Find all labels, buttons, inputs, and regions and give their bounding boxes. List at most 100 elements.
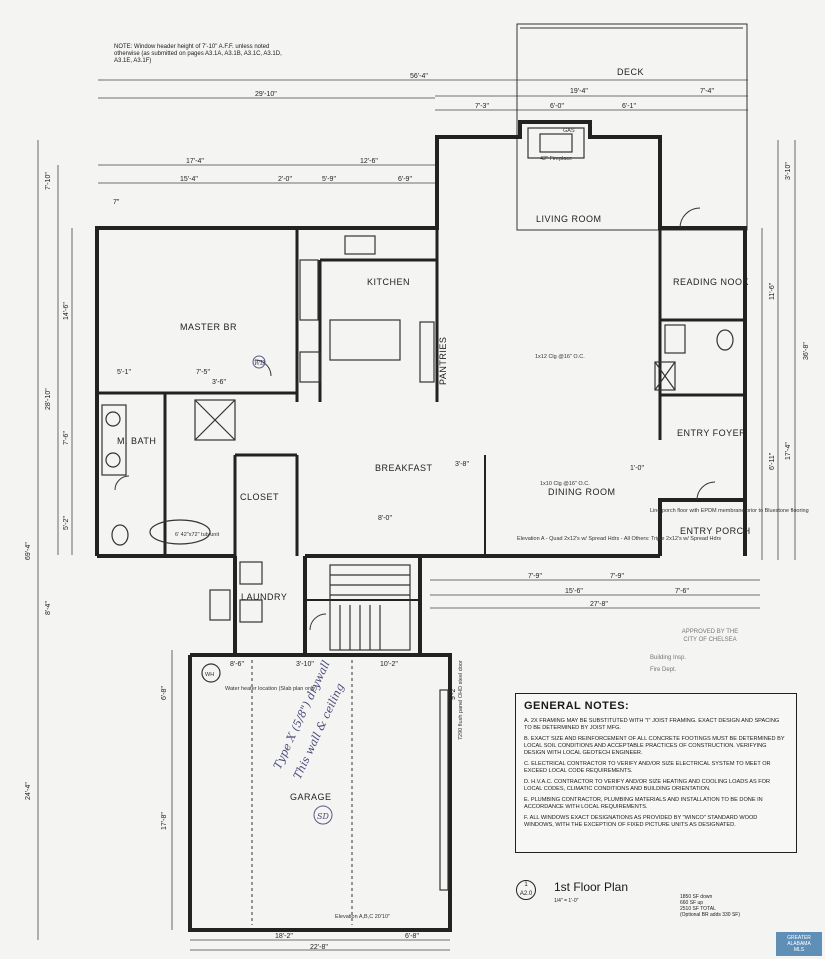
- dim-overall-width: 56'-4": [410, 73, 428, 80]
- dim-5-1: 5'-1": [117, 369, 131, 376]
- ceiling-note-dining: 1x10 Clg @16" O.C.: [540, 481, 590, 487]
- dim-6-8-bottom: 6'-8": [405, 933, 419, 940]
- stamp-line-1: APPROVED BY THE: [681, 629, 739, 635]
- dim-8-6: 8'-6": [230, 661, 244, 668]
- left-dimension-lines: [37, 140, 173, 940]
- general-note-b: B. Exact size and reinforcement of all c…: [524, 736, 785, 756]
- dim-2-0: 2'-0": [278, 176, 292, 183]
- tub-note: 6' 42"x72" tub unit: [175, 532, 220, 538]
- room-label-dining-room: DINING ROOM: [548, 487, 616, 497]
- stamp-building: Building Insp.: [650, 655, 687, 661]
- dim-7-3: 7'-3": [475, 103, 489, 110]
- sheet-title: 1st Floor Plan: [554, 880, 629, 894]
- general-note-f: F. All windows exact designations as pro…: [524, 815, 758, 828]
- sheet-bubble: 1 A2.0: [516, 880, 536, 900]
- dim-18-2: 18'-2": [275, 933, 293, 940]
- sqft-note: (Optional BR adds 330 SF): [680, 912, 741, 918]
- dim-14-6: 14'-6": [63, 302, 70, 320]
- dim-10-2: 10'-2": [380, 661, 398, 668]
- kitchen-fixtures: [299, 235, 435, 383]
- sqft-up: 660 SF up: [680, 900, 704, 906]
- general-note-c: C. Electrical contractor to verify and/o…: [524, 761, 771, 774]
- interior-walls: [97, 228, 745, 601]
- dim-8-0: 8'-0": [378, 515, 392, 522]
- ceiling-note-living: 1x12 Clg @16" O.C.: [535, 354, 585, 360]
- wh-label: WH: [205, 672, 214, 678]
- sqft-down: 1850 SF down: [680, 894, 713, 900]
- dim-17-4-right: 17'-4": [785, 442, 792, 460]
- dim-6-0: 6'-0": [550, 103, 564, 110]
- room-label-breakfast: BREAKFAST: [375, 463, 433, 473]
- stamp-line-2: CITY OF CHELSEA: [683, 637, 737, 643]
- deck-outline: [516, 23, 748, 231]
- dim-right-depth: 36'-8": [803, 342, 810, 360]
- stamp-fire: Fire Dept.: [650, 667, 677, 673]
- general-notes-box: GENERAL NOTES: A. 2x framing may be subs…: [515, 693, 797, 853]
- dim-5-9: 5'-9": [322, 176, 336, 183]
- dim-3-8: 3'-8": [455, 461, 469, 468]
- approval-stamp: APPROVED BY THE CITY OF CHELSEA Building…: [650, 628, 770, 688]
- dim-7-9-a: 7'-9": [528, 573, 542, 580]
- dim-5-2: 5'-2": [63, 516, 70, 530]
- mls-logo: GREATER ALABAMA MLS: [776, 932, 822, 956]
- room-label-master-br: MASTER BR: [180, 322, 237, 332]
- dim-11-6: 11'-6": [769, 282, 776, 300]
- dim-3-10: 3'-10": [296, 661, 314, 668]
- dim-24-4: 24'-4": [25, 782, 32, 800]
- dim-22-8: 22'-8": [310, 944, 328, 951]
- dim-left-width: 29'-10": [255, 91, 277, 98]
- room-label-laundry: LAUNDRY: [241, 592, 287, 602]
- dim-15-6: 15'-6": [565, 588, 583, 595]
- dim-6-9: 6'-9": [398, 176, 412, 183]
- general-note-e: E. Plumbing contractor, plumbing materia…: [524, 797, 763, 810]
- room-label-entry-foyer: ENTRY FOYER: [677, 428, 746, 438]
- dim-7-6: 7'-6": [63, 431, 70, 445]
- room-label-reading-nook: READING NOOK: [673, 277, 749, 287]
- dim-deck-right: 7'-4": [700, 88, 714, 95]
- dim-9-2: 9'-2": [450, 686, 457, 700]
- sqft-summary: 1850 SF down 660 SF up 2510 SF TOTAL (Op…: [680, 894, 740, 918]
- porch-note: Line porch floor with EPDM membrane prio…: [650, 508, 809, 514]
- dim-17-8: 17'-8": [161, 812, 168, 830]
- dim-3-11: 3'-10": [785, 162, 792, 180]
- dim-left-depth: 69'-4": [25, 542, 32, 560]
- gas-label: GAS: [563, 128, 575, 134]
- dim-7-9-b: 7'-9": [610, 573, 624, 580]
- window-header-note: NOTE: Window header height of 7'-10" A.F…: [114, 44, 282, 64]
- dim-15-4: 15'-4": [180, 176, 198, 183]
- dim-7-6-b: 7'-6": [675, 588, 689, 595]
- dim-3-6: 3'-6": [212, 379, 226, 386]
- elevation-note: Elevation A - Quad 2x12's w/ Spread Hdrs…: [517, 536, 721, 542]
- logo-line-3: MLS: [793, 947, 805, 953]
- sheet-ref: A2.0: [519, 891, 533, 897]
- sheet-number: 1: [524, 882, 528, 888]
- water-heater-symbol: [201, 663, 221, 683]
- garage-interior: [251, 660, 449, 925]
- handwritten-sd: SD: [317, 812, 329, 821]
- water-heater-note: Water heater location (Slab plan only): [225, 686, 317, 692]
- general-notes-title: GENERAL NOTES:: [524, 700, 630, 712]
- dim-27-8: 27'-8": [590, 601, 608, 608]
- room-label-m-bath: M. BATH: [117, 436, 156, 446]
- garage-door-note: 7290 flush panel OHD steel door: [458, 660, 464, 740]
- top-dimension-lines: [98, 79, 748, 184]
- dim-28-10: 28'-10": [45, 388, 52, 410]
- fireplace-label: 42" Fireplace: [540, 156, 572, 162]
- room-label-entry-porch: ENTRY PORCH: [680, 526, 751, 536]
- dim-6-8-left: 6'-8": [161, 686, 168, 700]
- room-label-garage: GARAGE: [290, 792, 332, 802]
- bath-fixtures: [101, 324, 734, 546]
- logo-line-1: GREATER: [787, 935, 811, 941]
- sheet-scale: 1/4" = 1'-0": [554, 898, 579, 904]
- right-dimension-lines: [761, 140, 796, 560]
- logo-line-2: ALABAMA: [787, 941, 811, 947]
- dim-7-5: 7'-5": [196, 369, 210, 376]
- dim-12-6: 12'-6": [360, 158, 378, 165]
- dim-17-4: 17'-4": [186, 158, 204, 165]
- sqft-total: 2510 SF TOTAL: [680, 906, 716, 912]
- dim-7-10: 7'-10": [45, 172, 52, 190]
- room-label-kitchen: KITCHEN: [367, 277, 410, 287]
- dim-7: 7": [113, 199, 120, 206]
- dim-6-11: 6'-11": [769, 452, 776, 470]
